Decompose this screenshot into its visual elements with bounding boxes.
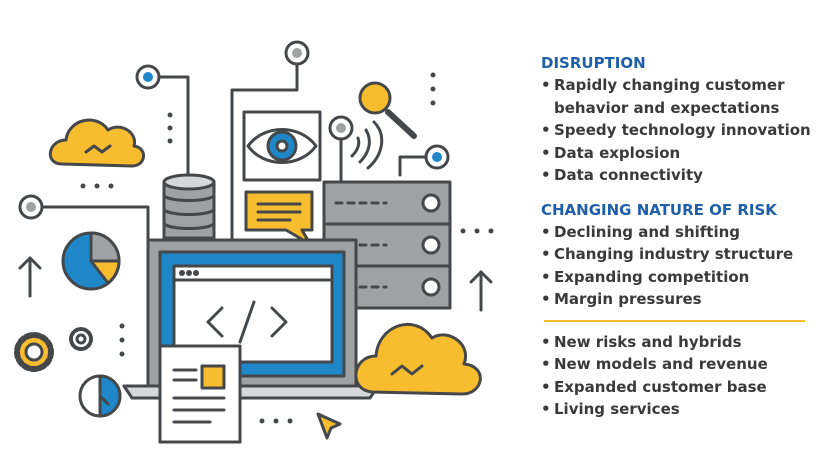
- database-icon: [162, 173, 216, 240]
- list-item: Data connectivity: [541, 164, 816, 187]
- disruption-heading: DISRUPTION: [541, 54, 646, 72]
- list-item: Changing industry structure: [541, 243, 816, 266]
- list-item: Margin pressures: [541, 288, 816, 311]
- extra-list: New risks and hybrids New models and rev…: [541, 331, 816, 421]
- section-divider: [544, 319, 805, 322]
- list-item: Expanded customer base: [541, 376, 816, 399]
- cloud-right-icon: [354, 322, 482, 396]
- signal-icon: [350, 120, 384, 170]
- small-gear-icon: [69, 327, 93, 351]
- list-item: New risks and hybrids: [541, 331, 816, 354]
- risk-list: Declining and shifting Changing industry…: [541, 221, 816, 311]
- cursor-icon: [316, 412, 342, 440]
- list-item: Expanding competition: [541, 266, 816, 289]
- risk-heading: CHANGING NATURE OF RISK: [541, 200, 777, 219]
- cloud-zigzag: [84, 144, 112, 154]
- technology-illustration: [14, 40, 494, 444]
- cloud-icon: [49, 118, 145, 168]
- list-item: Speedy technology innovation: [541, 119, 816, 142]
- list-item: Rapidly changing customer behavior and e…: [541, 74, 816, 119]
- cloud-right-zigzag: [390, 364, 424, 376]
- magnifier-icon: [358, 81, 417, 139]
- clock-icon: [78, 374, 122, 418]
- list-item: New models and revenue: [541, 353, 816, 376]
- disruption-list: Rapidly changing customer behavior and e…: [541, 74, 816, 187]
- document-icon: [158, 344, 242, 444]
- list-item: Data explosion: [541, 142, 816, 165]
- gear-icon: [14, 332, 54, 372]
- eye-icon: [242, 110, 322, 182]
- node-circles: [18, 40, 450, 220]
- chat-bubble-icon: [244, 190, 314, 246]
- info-panel: DISRUPTION Rapidly changing customer beh…: [541, 52, 816, 421]
- list-item: Declining and shifting: [541, 221, 816, 244]
- pie-chart-icon: [61, 231, 121, 291]
- arrow-up-icon: [18, 256, 42, 298]
- dot-decorations: [80, 72, 494, 424]
- arrow-up-right-icon: [469, 270, 493, 312]
- list-item: Living services: [541, 398, 816, 421]
